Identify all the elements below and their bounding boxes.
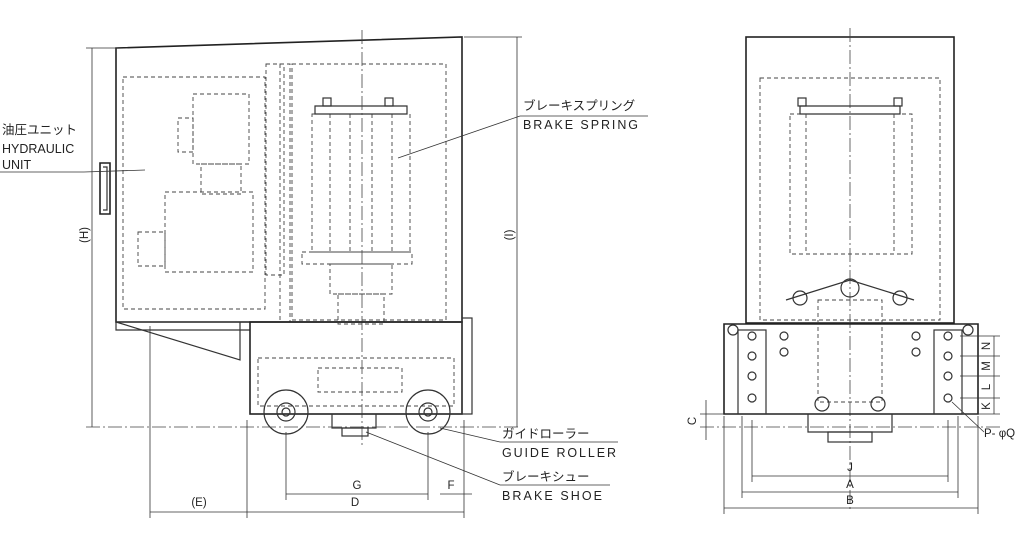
dim-b: B <box>846 495 854 507</box>
side-dimensions <box>86 36 522 518</box>
shoe-label-jp: ブレーキシュー <box>502 469 590 484</box>
hydraulic-label-en-2: UNIT <box>2 158 32 172</box>
dim-i: (I) <box>504 229 516 240</box>
spring-label-en: BRAKE SPRING <box>523 118 638 132</box>
dim-a: A <box>846 479 854 491</box>
spring-label-jp: ブレーキスプリング <box>523 98 635 113</box>
shoe-label-en: BRAKE SHOE <box>502 489 602 503</box>
roller-label-en: GUIDE ROLLER <box>502 446 616 460</box>
hydraulic-label-en-1: HYDRAULIC <box>2 142 74 156</box>
dim-pq: P- φQ <box>984 428 1015 440</box>
leader-lines <box>0 115 648 486</box>
dim-e: (E) <box>191 497 207 509</box>
side-view <box>86 30 520 445</box>
dim-h: (H) <box>79 227 91 243</box>
front-dimensions <box>700 335 1000 514</box>
dim-d: D <box>351 497 359 509</box>
dim-m: M <box>981 361 993 371</box>
dim-l: L <box>981 383 993 390</box>
front-view <box>700 28 1000 510</box>
dim-g: G <box>353 480 362 492</box>
dim-n: N <box>981 342 993 350</box>
dim-c: C <box>687 417 699 425</box>
dim-f: F <box>447 480 454 492</box>
dim-k: K <box>981 402 993 410</box>
annotation-text: 油圧ユニット HYDRAULIC UNIT ブレーキスプリング BRAKE SP… <box>2 98 1015 509</box>
hydraulic-label-jp: 油圧ユニット <box>2 123 77 137</box>
dim-j: J <box>847 462 853 474</box>
roller-label-jp: ガイドローラー <box>502 427 590 441</box>
